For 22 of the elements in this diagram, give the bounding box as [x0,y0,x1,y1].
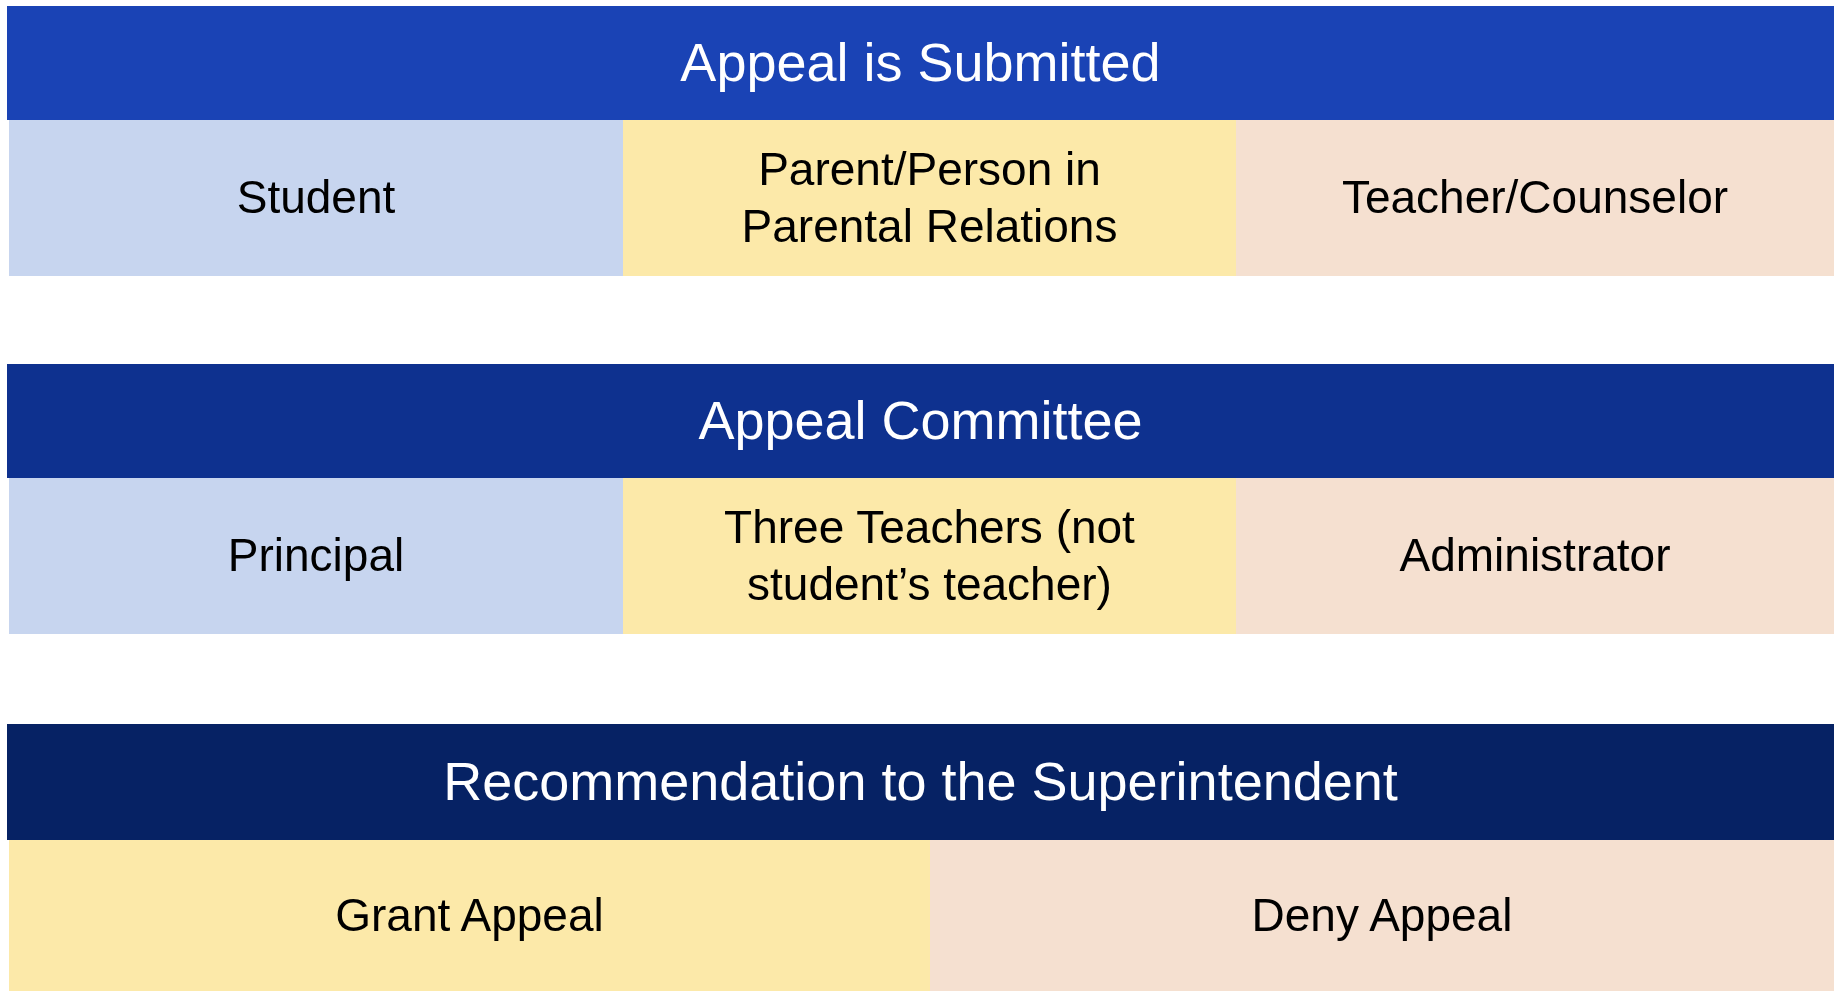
category-panel [930,840,1834,991]
panel-label: Parent/Person in Parental Relations [740,141,1119,254]
category-panel [1236,478,1834,634]
panel-label: Three Teachers (not student’s teacher) [723,499,1136,612]
panel-label: Administrator [1399,528,1671,584]
category-panel [623,478,1236,634]
category-panel [9,478,623,634]
panel-label: Grant Appeal [335,887,604,943]
category-panel [9,840,930,991]
panel-label: Teacher/Counselor [1341,170,1729,226]
header-band [7,6,1834,120]
category-panel [1236,120,1834,276]
band-heading: Recommendation to the Superintendent [443,750,1398,814]
header-band [7,724,1834,840]
band-heading: Appeal Committee [698,389,1143,453]
category-panel [623,120,1236,276]
panel-label: Student [236,170,396,226]
header-band [7,364,1834,478]
category-panel [9,120,623,276]
band-heading: Appeal is Submitted [680,31,1161,95]
panel-label: Principal [227,528,405,584]
panel-label: Deny Appeal [1251,887,1513,943]
